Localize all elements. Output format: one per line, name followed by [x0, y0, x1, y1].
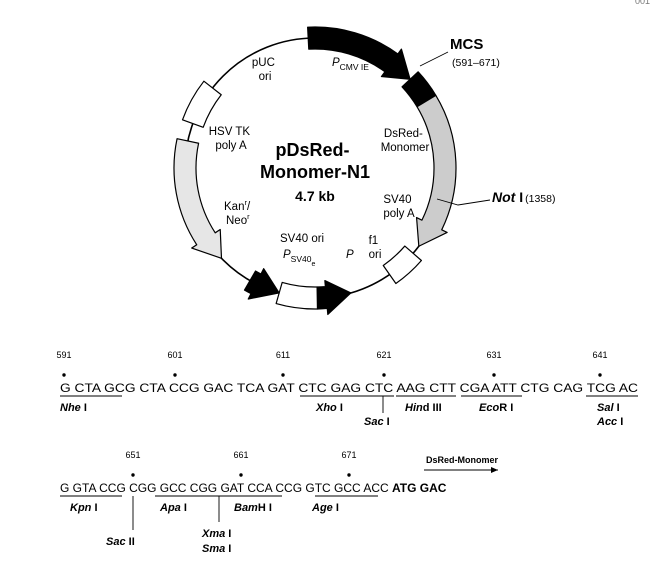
label-p-promoter: P	[346, 249, 354, 261]
label-dsred-monomer: DsRed- Monomer	[381, 128, 430, 154]
p-promoter-arrow	[243, 268, 280, 300]
label-sv40-polya: SV40 poly A	[383, 194, 415, 220]
enzyme-hindiii: Hind III	[405, 402, 442, 414]
sequence-index: 631	[486, 350, 501, 360]
sequence-index-dot	[62, 373, 66, 377]
enzyme-smai: Sma I	[202, 543, 231, 555]
plasmid-size: 4.7 kb	[295, 188, 335, 204]
sequence-index: 611	[276, 350, 290, 360]
dsred-start-arrowhead	[491, 467, 498, 473]
noti-label: Not I(1358)	[492, 189, 555, 205]
label-sv40-ori: SV40 ori	[280, 233, 324, 245]
label-hsv-tk-polya: HSV TK poly A	[209, 126, 254, 152]
psv40-promoter-arrow	[316, 279, 352, 316]
sequence-index: 661	[233, 450, 248, 460]
sequence-index: 641	[592, 350, 607, 360]
dsred-monomer-label: DsRed-Monomer	[426, 455, 499, 465]
sequence-index-dot	[382, 373, 386, 377]
site-underlines-1	[60, 395, 638, 413]
sequence-index: 591	[56, 350, 71, 360]
label-kan-neo: Kanr/ Neor	[224, 198, 253, 227]
page-number-fragment: 001	[635, 0, 650, 6]
plasmid-map: pUC ori PCMV IE DsRed- Monomer SV40 poly…	[173, 26, 555, 316]
mcs-range: (591–671)	[452, 57, 500, 69]
enzyme-ecori: EcoR I	[479, 402, 513, 414]
enzyme-xhoi: Xho I	[315, 402, 343, 414]
sequence-index-dot	[281, 373, 285, 377]
kan-neo-arrow	[173, 138, 223, 259]
sv40-ori-box	[275, 281, 319, 310]
enzyme-xmai: Xma I	[201, 528, 231, 540]
label-psv40: PSV40e	[283, 249, 315, 268]
label-pcmv: PCMV IE	[332, 57, 369, 72]
noti-leader-line	[436, 198, 491, 206]
sequence-line-2: 651 661 671 DsRed-Monomer G GTA CCG CGG GC…	[60, 450, 498, 555]
enzyme-saci: Sac I	[364, 416, 390, 428]
sequence-line-1: 591 601 611 621 631 641 G CTA GCG CTA CCG GAC…	[56, 350, 638, 428]
mcs-leader-line	[419, 51, 449, 67]
enzyme-bamhi: BamH I	[234, 502, 272, 514]
dsred-monomer-arrow	[415, 94, 457, 247]
sequence-index-dot	[598, 373, 602, 377]
sequence-index-dot	[131, 473, 135, 477]
label-puc-ori: pUC ori	[252, 57, 278, 83]
sequence-index: 671	[341, 450, 356, 460]
enzyme-nhei: Nhe I	[60, 402, 87, 414]
sequence-index-dot	[347, 473, 351, 477]
enzyme-apai: Apa I	[159, 502, 187, 514]
sequence-index-dot	[239, 473, 243, 477]
sequence-index: 601	[167, 350, 182, 360]
sequence-index-dot	[173, 373, 177, 377]
enzyme-sali: Sal I	[597, 402, 620, 414]
enzyme-agei: Age I	[311, 502, 339, 514]
sequence-index: 651	[125, 450, 140, 460]
site-underlines-2	[60, 495, 378, 530]
label-f1-ori: f1 ori	[369, 235, 382, 261]
enzyme-kpni: Kpn I	[70, 502, 98, 514]
sequence-text-1: G CTA GCG CTA CCG GAC TCA GAT CTC GAG CT…	[60, 381, 638, 395]
hsv-tk-polya-box	[181, 80, 222, 128]
enzyme-sacii: Sac II	[106, 536, 135, 548]
enzyme-acci: Acc I	[596, 416, 623, 428]
sequence-text-2: G GTA CCG CGG GCC CGG GAT CCA CCG GTC GC…	[60, 481, 447, 495]
plasmid-name: pDsRed- Monomer-N1	[260, 140, 370, 182]
sequence-indices-2: 651 661 671	[125, 450, 357, 477]
sequence-indices-1: 591 601 611 621 631 641	[56, 350, 608, 377]
sequence-index-dot	[492, 373, 496, 377]
mcs-label: MCS	[450, 36, 483, 53]
sequence-index: 621	[376, 350, 391, 360]
sv40-polya-box	[382, 245, 423, 285]
